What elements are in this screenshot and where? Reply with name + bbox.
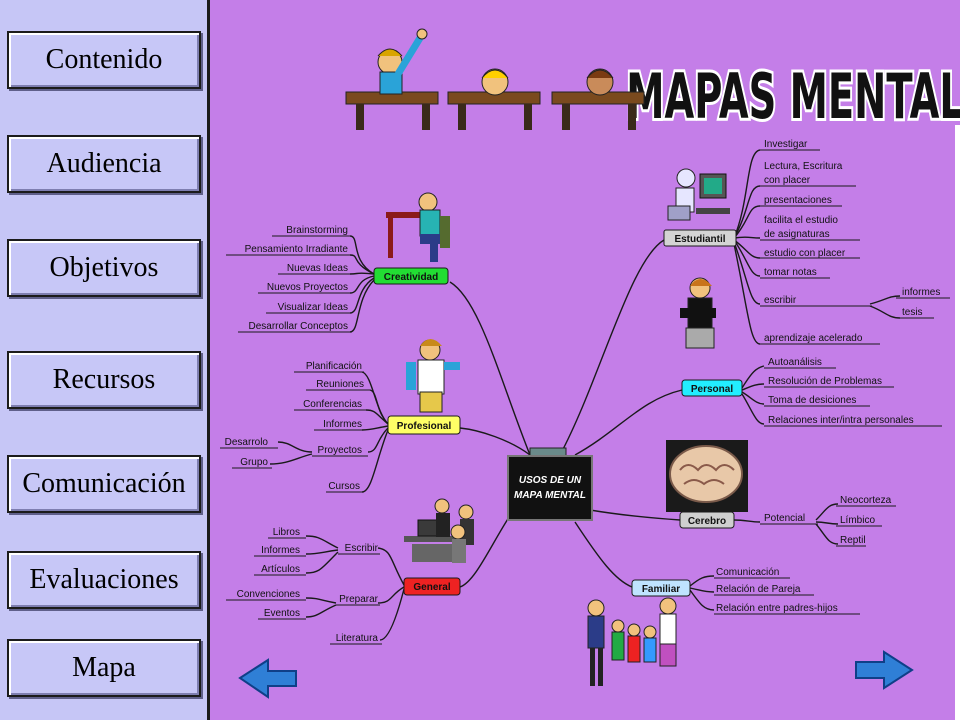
leaf-nuevos-proyectos: Nuevos Proyectos — [267, 282, 348, 293]
nav-button-evaluaciones[interactable]: Evaluaciones — [7, 551, 201, 609]
node-label: Personal — [691, 384, 733, 395]
leaf-libros: Libros — [273, 527, 300, 538]
leaf-cursos: Cursos — [328, 481, 360, 492]
center-line-2: MAPA MENTAL — [514, 490, 586, 501]
leaf-preparar: Preparar — [339, 594, 379, 605]
nav-label: Mapa — [72, 652, 136, 683]
nav-button-audiencia[interactable]: Audiencia — [7, 135, 201, 193]
leaf-reuniones: Reuniones — [316, 379, 364, 390]
family-icon — [587, 597, 677, 686]
node-cerebro: Cerebro — [679, 511, 735, 529]
node-label: General — [413, 582, 450, 593]
brain-icon — [666, 440, 748, 512]
leaf-proyectos: Proyectos — [318, 445, 362, 456]
title: MAPAS MENTALES MAPAS MENTALES — [624, 59, 960, 136]
left-arrow-icon — [238, 658, 297, 699]
leaf-eventos: Eventos — [264, 608, 300, 619]
leaf-reptil: Reptil — [840, 535, 866, 546]
leaf-limbico: Límbico — [840, 515, 875, 526]
node-label: Familiar — [642, 584, 680, 595]
leaf-informes-estudiantil: informes — [902, 287, 940, 298]
nav-button-mapa[interactable]: Mapa — [7, 639, 201, 697]
leaf-estudio-con-placer: estudio con placer — [764, 248, 846, 259]
nav-button-contenido[interactable]: Contenido — [7, 31, 201, 89]
nav-button-recursos[interactable]: Recursos — [7, 351, 201, 409]
leaf-relacion-pareja: Relación de Pareja — [716, 584, 801, 595]
students-at-desks-icon — [345, 28, 645, 130]
leaf-pensamiento-irradiante: Pensamiento Irradiante — [245, 244, 349, 255]
leaf-potencial: Potencial — [764, 513, 805, 524]
back-button[interactable] — [238, 658, 297, 699]
right-arrow-icon — [855, 650, 914, 690]
node-creatividad: Creatividad — [373, 267, 449, 285]
leaf-investigar: Investigar — [764, 139, 808, 150]
connector-lines — [269, 149, 901, 641]
student-at-computer-icon — [667, 168, 730, 221]
title-outline: MAPAS MENTALES — [626, 62, 960, 134]
nav-label: Evaluaciones — [29, 564, 179, 595]
node-label: Estudiantil — [674, 234, 725, 245]
mind-map-stage: MAPAS MENTALES MAPAS MENTALES — [210, 0, 960, 720]
leaf-literatura: Literatura — [336, 633, 379, 644]
leaf-aprendizaje-acelerado: aprendizaje acelerado — [764, 333, 863, 344]
team-at-computer-icon — [404, 498, 474, 563]
node-label: Profesional — [397, 421, 452, 432]
leaf-facilita-estudio: facilita el estudio — [764, 215, 838, 226]
node-familiar: Familiar — [631, 579, 691, 597]
leaf-resolucion-problemas: Resolución de Problemas — [768, 376, 882, 387]
leaf-autoanalisis: Autoanálisis — [768, 357, 822, 368]
leaf-grupo: Grupo — [240, 457, 268, 468]
nav-label: Contenido — [45, 44, 163, 75]
leaf-relaciones: Relaciones inter/intra personales — [768, 415, 914, 426]
leaf-tomar-notas: tomar notas — [764, 267, 817, 278]
nav-label: Comunicación — [22, 468, 186, 499]
sidebar: Contenido Audiencia Objetivos Recursos C… — [0, 0, 210, 720]
leaf-lectura-escritura: Lectura, Escritura — [764, 161, 843, 172]
leaf-visualizar-ideas: Visualizar Ideas — [278, 302, 348, 313]
leaf-neocorteza: Neocorteza — [840, 495, 892, 506]
center-line-1: USOS DE UN — [519, 475, 582, 486]
page-title: MAPAS MENTALES — [626, 62, 960, 134]
leaf-comunicacion: Comunicación — [716, 567, 779, 578]
leaf-articulos: Artículos — [261, 564, 300, 575]
leaf-brainstorming: Brainstorming — [286, 225, 348, 236]
node-estudiantil: Estudiantil — [663, 229, 737, 247]
next-button[interactable] — [855, 650, 914, 690]
node-profesional: Profesional — [387, 415, 461, 435]
leaf-convenciones: Convenciones — [237, 589, 300, 600]
node-personal: Personal — [681, 379, 743, 397]
leaf-informes-general: Informes — [261, 545, 300, 556]
label-underlines — [220, 149, 950, 645]
node-label: Creatividad — [384, 272, 438, 283]
businesswoman-icon — [680, 277, 716, 349]
woman-professional-icon — [406, 339, 460, 413]
nav-button-objetivos[interactable]: Objetivos — [7, 239, 201, 297]
nav-label: Objetivos — [49, 252, 159, 283]
leaf-de-asignaturas: de asignaturas — [764, 229, 830, 240]
nav-label: Audiencia — [46, 148, 162, 179]
leaf-presentaciones: presentaciones — [764, 195, 832, 206]
node-general: General — [403, 577, 461, 596]
nav-label: Recursos — [52, 364, 156, 395]
leaf-relacion-padres-hijos: Relación entre padres-hijos — [716, 603, 838, 614]
leaf-planificacion: Planificación — [306, 361, 362, 372]
designer-icon — [386, 192, 450, 262]
center-node: USOS DE UN MAPA MENTAL — [507, 447, 593, 521]
leaf-tesis: tesis — [902, 307, 923, 318]
node-label: Cerebro — [688, 516, 726, 527]
leaf-con-placer: con placer — [764, 175, 811, 186]
leaf-conferencias: Conferencias — [303, 399, 362, 410]
leaf-desarrollar-conceptos: Desarrollar Conceptos — [249, 321, 349, 332]
leaf-nuevas-ideas: Nuevas Ideas — [287, 263, 348, 274]
leaf-escribir-estudiantil: escribir — [764, 295, 797, 306]
leaf-escribir: Escribir — [345, 543, 379, 554]
leaf-toma-desiciones: Toma de desiciones — [768, 395, 856, 406]
leaf-informes: Informes — [323, 419, 362, 430]
nav-button-comunicacion[interactable]: Comunicación — [7, 455, 201, 513]
leaf-desarrolo: Desarrolo — [225, 437, 269, 448]
